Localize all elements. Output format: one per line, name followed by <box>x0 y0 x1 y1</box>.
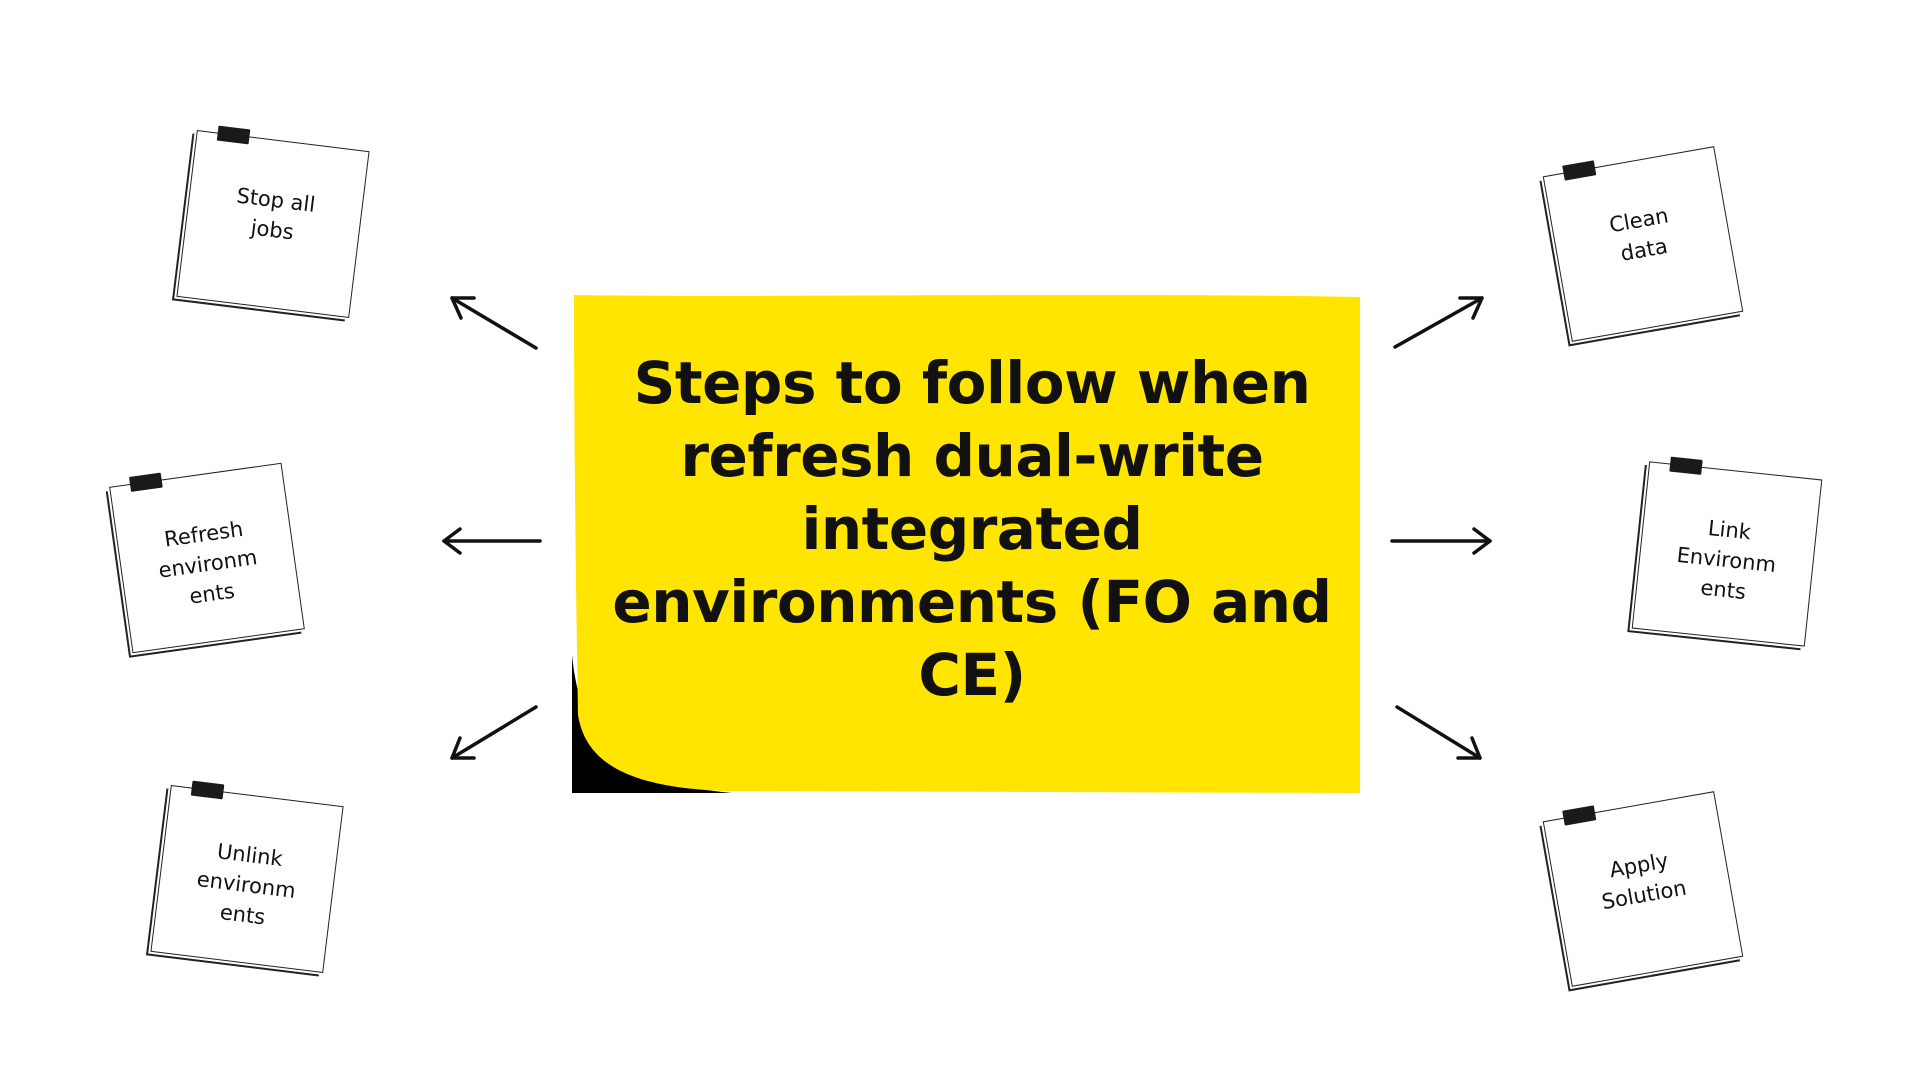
step-label: Stop all jobs <box>235 183 317 245</box>
step-note-link-environments: Link Environm ents <box>1631 456 1823 647</box>
step-label: Clean data <box>1607 203 1671 266</box>
central-sticky-note: Steps to follow when refresh dual-write … <box>572 295 1360 793</box>
step-note-stop-all-jobs: Stop all jobs <box>176 125 370 318</box>
step-label: Unlink environm ents <box>195 839 298 930</box>
arrow-icon-lower-right <box>1395 705 1482 760</box>
black-tape-strip-icon <box>1669 456 1703 475</box>
diagram-title: Steps to follow when refresh dual-write … <box>612 349 1332 709</box>
step-label: Refresh environm ents <box>157 516 259 609</box>
black-tape-strip-icon <box>216 125 251 145</box>
step-note-refresh-environments: Refresh environm ents <box>109 462 305 654</box>
arrow-icon-middle-left <box>442 527 542 555</box>
arrow-icon-upper-left <box>450 296 538 350</box>
black-tape-strip-icon <box>128 472 163 492</box>
arrow-icon-middle-right <box>1390 527 1492 555</box>
step-note-clean-data: Clean data <box>1542 146 1744 342</box>
arrow-icon-lower-left <box>450 705 538 760</box>
step-label: Apply Solution <box>1599 848 1689 915</box>
step-note-apply-solution: Apply Solution <box>1542 791 1744 987</box>
sticky-note-shape <box>572 295 1360 793</box>
step-note-unlink-environments: Unlink environm ents <box>150 780 344 973</box>
black-tape-strip-icon <box>190 780 225 800</box>
step-label: Link Environm ents <box>1675 515 1778 605</box>
arrow-icon-upper-right <box>1393 296 1484 349</box>
